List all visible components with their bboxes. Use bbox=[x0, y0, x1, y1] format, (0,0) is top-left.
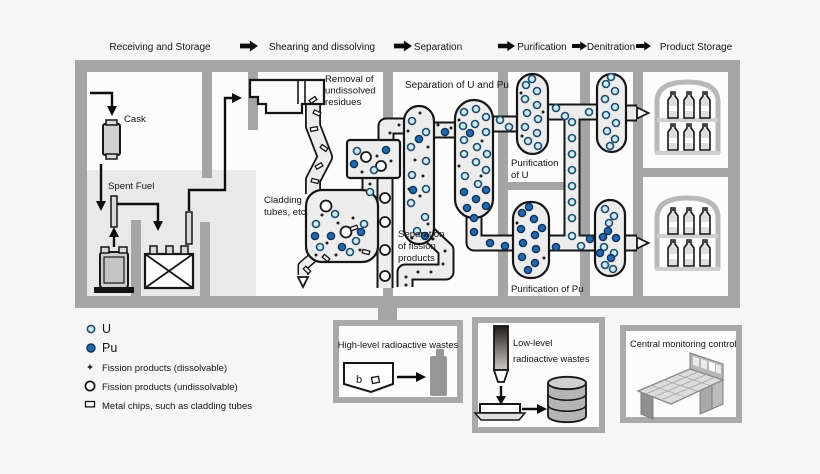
fission-dissolvable-icon bbox=[87, 364, 93, 370]
removal-label: undissolved bbox=[325, 86, 376, 97]
stage-arrow-icon bbox=[394, 40, 412, 52]
waste-drums-icon bbox=[547, 375, 587, 424]
separation-fp-label: of fission bbox=[398, 241, 436, 252]
dissolver-particles bbox=[310, 199, 371, 263]
u-line-particles bbox=[551, 103, 594, 241]
legend: U Pu Fission products (dissolvable) Fiss… bbox=[84, 322, 252, 412]
plant-wall bbox=[75, 296, 740, 308]
stage-arrow-icon bbox=[572, 41, 587, 51]
pu-particle-icon bbox=[86, 343, 96, 353]
pu-feed-particles bbox=[469, 213, 510, 251]
stage-arrow-icon bbox=[240, 40, 258, 52]
spent-fuel-rod bbox=[185, 211, 193, 245]
plant-wall bbox=[580, 72, 590, 296]
pu-product-out-arrow bbox=[636, 236, 651, 250]
high-level-waste-box: High-level radioactive wastes b bbox=[333, 320, 463, 403]
waste-canister-icon bbox=[436, 349, 444, 357]
spent-fuel-rod bbox=[110, 195, 118, 228]
u-vessel-particles bbox=[519, 74, 545, 151]
plant-wall bbox=[75, 60, 87, 308]
stage-arrow-icon bbox=[636, 41, 651, 51]
monitoring-title: Central monitoring control bbox=[630, 339, 736, 349]
u-purification-vessel bbox=[515, 72, 550, 156]
flow-arrow bbox=[187, 96, 234, 211]
legend-label-fp-dissolvable: Fission products (dissolvable) bbox=[102, 363, 227, 374]
stage-label-shearing: Shearing and dissolving bbox=[269, 42, 375, 53]
denitration2-particles bbox=[595, 204, 621, 274]
plant-wall bbox=[643, 168, 728, 177]
plant-wall bbox=[75, 60, 740, 72]
residue-pipe-particles bbox=[379, 192, 391, 282]
u-product-out-arrow bbox=[636, 106, 651, 120]
melter-glyph: b bbox=[356, 374, 362, 386]
plant-wall bbox=[498, 72, 508, 296]
plant-wall bbox=[633, 72, 643, 296]
plant-labels: Cask Spent Fuel Removal of undissolved r… bbox=[108, 74, 584, 295]
removal-label: residues bbox=[325, 97, 361, 108]
product-storage bbox=[654, 79, 721, 271]
cladding-label: Cladding bbox=[264, 195, 302, 206]
clarifier-particles bbox=[349, 123, 401, 197]
waste-line-particles bbox=[404, 237, 447, 287]
separation-fp-label: products bbox=[398, 253, 435, 264]
column1-particles bbox=[406, 111, 431, 241]
mixed-denitration-column bbox=[593, 198, 627, 278]
plant-wall bbox=[728, 60, 740, 308]
stage-label-product-storage: Product Storage bbox=[660, 42, 733, 53]
shear-blade-slot bbox=[297, 80, 306, 104]
chute-chips bbox=[302, 95, 329, 275]
legend-label-pu: Pu bbox=[102, 341, 117, 355]
flow-arrow bbox=[117, 202, 160, 223]
waste-duct-stub bbox=[378, 296, 397, 320]
hull-drain-icon bbox=[296, 276, 310, 290]
u-particle-icon bbox=[86, 324, 96, 334]
melter-icon bbox=[343, 362, 394, 394]
stage-label-separation: Separation bbox=[414, 42, 462, 53]
stage-arrow-icon bbox=[498, 40, 515, 52]
column2-particles bbox=[457, 104, 492, 213]
u-feed-particles bbox=[495, 115, 514, 132]
low-level-waste-title: radioactive wastes bbox=[513, 354, 590, 364]
spent-fuel-label: Spent Fuel bbox=[108, 181, 154, 192]
cladding-label: tubes, etc. bbox=[264, 207, 308, 218]
funnel-icon bbox=[493, 325, 509, 371]
legend-label-u: U bbox=[102, 322, 111, 336]
pu-vessel-particles bbox=[515, 202, 547, 275]
fission-undissolvable-icon bbox=[84, 380, 96, 392]
separation-fp-label: Separation bbox=[398, 229, 444, 240]
high-level-waste-title: High-level radioactive wastes bbox=[338, 340, 459, 350]
low-level-waste-box: Low-level radioactive wastes bbox=[472, 317, 605, 433]
separation-u-pu-label: Separation of U and Pu bbox=[405, 80, 509, 91]
cask-icon bbox=[102, 123, 121, 156]
plant-wall bbox=[202, 72, 212, 178]
legend-label-fp-undissolvable: Fission products (undissolvable) bbox=[102, 382, 238, 393]
pu-line-particles bbox=[551, 234, 595, 252]
bridge-particles bbox=[436, 123, 453, 137]
plant-wall bbox=[131, 220, 141, 296]
receiving-room bbox=[90, 91, 242, 293]
metal-chip-icon bbox=[84, 400, 96, 408]
central-monitoring-box: Central monitoring control bbox=[620, 325, 742, 423]
plant-wall bbox=[248, 72, 258, 130]
flow-arrow bbox=[90, 91, 114, 108]
purification-pu-label: Purification of Pu bbox=[511, 284, 584, 295]
stage-label-receiving: Receiving and Storage bbox=[109, 42, 211, 53]
removal-label: Removal of bbox=[325, 74, 374, 85]
cask-label: Cask bbox=[124, 114, 146, 125]
separation-column-1 bbox=[402, 104, 436, 246]
low-level-waste-title: Low-level bbox=[513, 338, 552, 348]
purification-u-label: of U bbox=[511, 170, 529, 181]
purification-u-label: Purification bbox=[511, 158, 558, 169]
control-console-icon bbox=[636, 352, 725, 420]
stage-label-purification: Purification bbox=[517, 42, 566, 53]
plant-wall bbox=[200, 222, 210, 296]
plant-wall bbox=[508, 182, 580, 190]
stage-label-denitration: Denitration bbox=[587, 42, 635, 53]
stage-header: Receiving and Storage Shearing and disso… bbox=[109, 40, 733, 53]
tray-icon bbox=[479, 403, 521, 414]
legend-label-metal-chips: Metal chips, such as cladding tubes bbox=[102, 401, 252, 412]
transfer-cask-base bbox=[94, 287, 134, 293]
denitration1-particles bbox=[600, 72, 621, 151]
